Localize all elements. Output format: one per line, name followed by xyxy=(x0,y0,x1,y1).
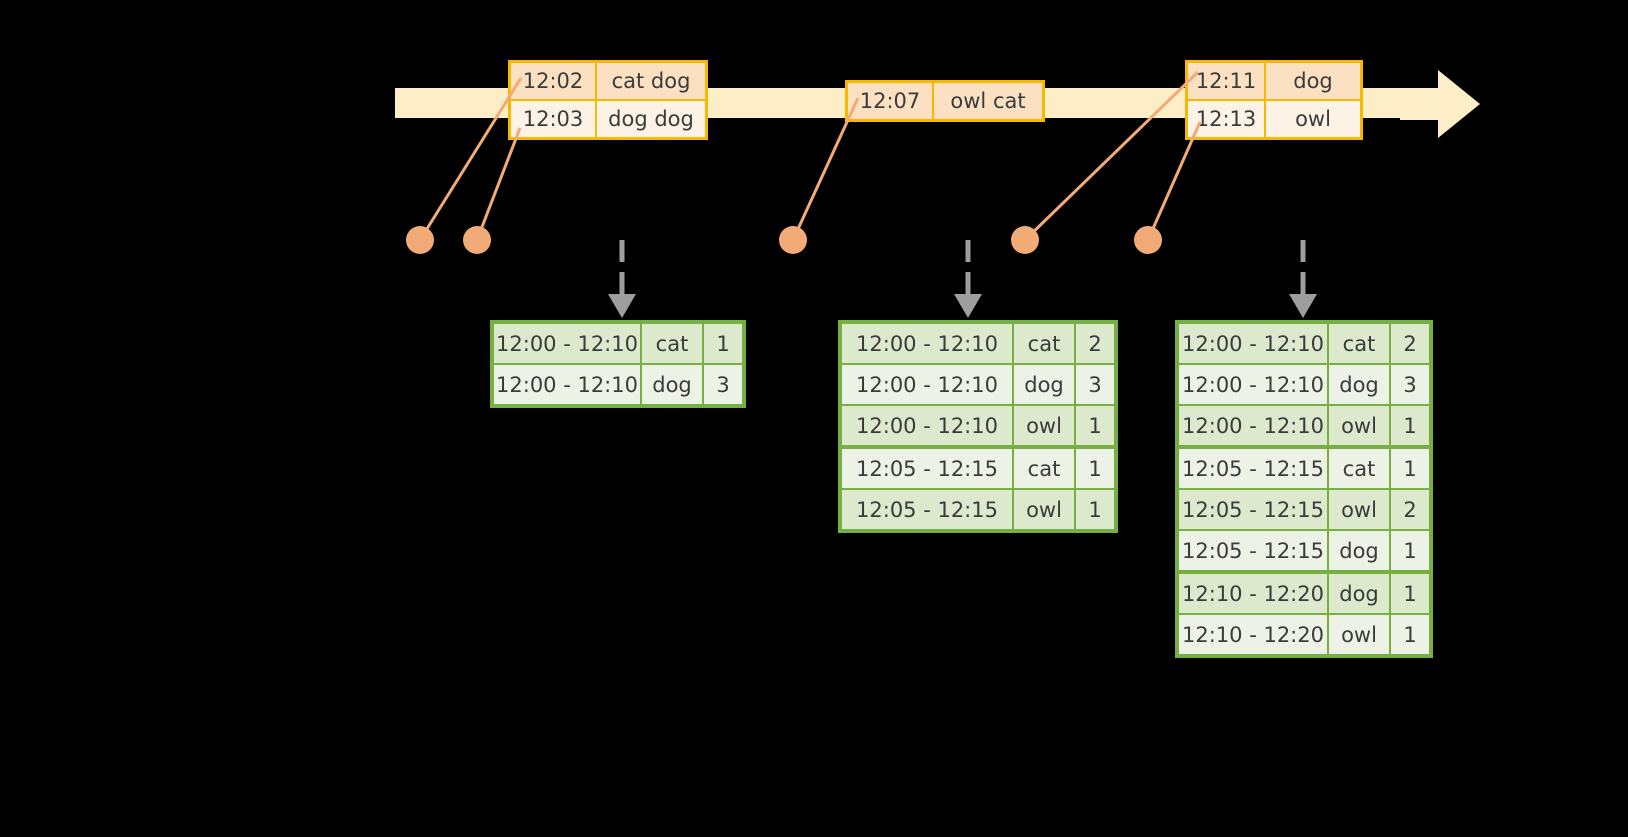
cell-count: 3 xyxy=(704,365,742,404)
event-value: dog xyxy=(1266,63,1360,99)
event-group-3[interactable]: 12:11 dog 12:13 owl xyxy=(1185,60,1363,140)
event-time: 12:13 xyxy=(1188,101,1266,137)
event-time: 12:11 xyxy=(1188,63,1266,99)
event-row[interactable]: 12:02 cat dog xyxy=(511,63,705,99)
cell-window: 12:00 - 12:10 xyxy=(842,406,1014,445)
event-value: owl cat xyxy=(934,83,1042,119)
cell-word: owl xyxy=(1014,406,1076,445)
table-row[interactable]: 12:00 - 12:10 owl 1 xyxy=(842,404,1114,445)
event-row[interactable]: 12:03 dog dog xyxy=(511,99,705,137)
table-row[interactable]: 12:00 - 12:10 dog 3 xyxy=(1179,363,1429,404)
dashed-arrow-heads xyxy=(608,294,1317,318)
cell-count: 1 xyxy=(704,324,742,363)
cell-word: cat xyxy=(1014,449,1076,488)
cell-count: 1 xyxy=(1391,449,1429,488)
result-table-3[interactable]: 12:00 - 12:10 cat 2 12:00 - 12:10 dog 3 … xyxy=(1175,320,1433,658)
cell-window: 12:00 - 12:10 xyxy=(842,365,1014,404)
cell-window: 12:00 - 12:10 xyxy=(842,324,1014,363)
cell-count: 1 xyxy=(1076,406,1114,445)
timeline-arrow-head xyxy=(1400,70,1480,138)
connector-dot-5 xyxy=(1134,226,1162,254)
cell-window: 12:05 - 12:15 xyxy=(842,449,1014,488)
table-row[interactable]: 12:00 - 12:10 owl 1 xyxy=(1179,404,1429,445)
dashed-arrow-head-1 xyxy=(608,294,636,318)
table-row[interactable]: 12:05 - 12:15 owl 1 xyxy=(842,488,1114,529)
dashed-arrow-head-3 xyxy=(1289,294,1317,318)
event-time: 12:07 xyxy=(848,83,934,119)
cell-word: cat xyxy=(1329,449,1391,488)
cell-count: 3 xyxy=(1391,365,1429,404)
event-time: 12:02 xyxy=(511,63,597,99)
table-row[interactable]: 12:00 - 12:10 cat 2 xyxy=(842,324,1114,363)
table-row[interactable]: 12:05 - 12:15 dog 1 xyxy=(1179,529,1429,570)
cell-count: 1 xyxy=(1076,490,1114,529)
cell-word: owl xyxy=(1329,615,1391,654)
cell-window: 12:00 - 12:10 xyxy=(494,324,642,363)
cell-word: dog xyxy=(1014,365,1076,404)
table-row[interactable]: 12:05 - 12:15 cat 1 xyxy=(1179,445,1429,488)
cell-word: cat xyxy=(1329,324,1391,363)
cell-word: owl xyxy=(1329,406,1391,445)
table-row[interactable]: 12:00 - 12:10 dog 3 xyxy=(494,363,742,404)
event-group-2[interactable]: 12:07 owl cat xyxy=(845,80,1045,122)
cell-window: 12:10 - 12:20 xyxy=(1179,574,1329,613)
event-row[interactable]: 12:13 owl xyxy=(1188,99,1360,137)
table-row[interactable]: 12:00 - 12:10 cat 2 xyxy=(1179,324,1429,363)
connector-line-2 xyxy=(475,127,522,241)
event-value: owl xyxy=(1266,101,1360,137)
cell-count: 1 xyxy=(1391,574,1429,613)
cell-word: dog xyxy=(1329,531,1391,570)
table-row[interactable]: 12:05 - 12:15 owl 2 xyxy=(1179,488,1429,529)
table-row[interactable]: 12:10 - 12:20 dog 1 xyxy=(1179,570,1429,613)
cell-count: 1 xyxy=(1391,615,1429,654)
event-group-1[interactable]: 12:02 cat dog 12:03 dog dog xyxy=(508,60,708,140)
cell-window: 12:05 - 12:15 xyxy=(1179,449,1329,488)
cell-word: dog xyxy=(1329,365,1391,404)
cell-window: 12:00 - 12:10 xyxy=(1179,406,1329,445)
cell-word: owl xyxy=(1329,490,1391,529)
cell-word: owl xyxy=(1014,490,1076,529)
table-row[interactable]: 12:00 - 12:10 cat 1 xyxy=(494,324,742,363)
cell-word: cat xyxy=(642,324,704,363)
cell-count: 1 xyxy=(1076,449,1114,488)
cell-window: 12:05 - 12:15 xyxy=(1179,490,1329,529)
cell-word: dog xyxy=(642,365,704,404)
cell-window: 12:00 - 12:10 xyxy=(1179,365,1329,404)
table-row[interactable]: 12:10 - 12:20 owl 1 xyxy=(1179,613,1429,654)
cell-window: 12:00 - 12:10 xyxy=(1179,324,1329,363)
cell-window: 12:05 - 12:15 xyxy=(842,490,1014,529)
cell-word: cat xyxy=(1014,324,1076,363)
table-row[interactable]: 12:05 - 12:15 cat 1 xyxy=(842,445,1114,488)
event-value: dog dog xyxy=(597,101,705,137)
cell-count: 1 xyxy=(1391,406,1429,445)
event-row[interactable]: 12:11 dog xyxy=(1188,63,1360,99)
event-time: 12:03 xyxy=(511,101,597,137)
connector-dot-2 xyxy=(463,226,491,254)
cell-window: 12:10 - 12:20 xyxy=(1179,615,1329,654)
cell-count: 2 xyxy=(1391,324,1429,363)
result-table-2[interactable]: 12:00 - 12:10 cat 2 12:00 - 12:10 dog 3 … xyxy=(838,320,1118,533)
dashed-arrows xyxy=(619,240,1306,296)
table-row[interactable]: 12:00 - 12:10 dog 3 xyxy=(842,363,1114,404)
event-value: cat dog xyxy=(597,63,705,99)
cell-count: 2 xyxy=(1391,490,1429,529)
connector-dot-1 xyxy=(406,226,434,254)
cell-count: 2 xyxy=(1076,324,1114,363)
event-row[interactable]: 12:07 owl cat xyxy=(848,83,1042,119)
cell-window: 12:00 - 12:10 xyxy=(494,365,642,404)
cell-word: dog xyxy=(1329,574,1391,613)
connector-dot-3 xyxy=(779,226,807,254)
cell-count: 3 xyxy=(1076,365,1114,404)
cell-count: 1 xyxy=(1391,531,1429,570)
connector-dot-4 xyxy=(1011,226,1039,254)
result-table-1[interactable]: 12:00 - 12:10 cat 1 12:00 - 12:10 dog 3 xyxy=(490,320,746,408)
cell-window: 12:05 - 12:15 xyxy=(1179,531,1329,570)
dashed-arrow-head-2 xyxy=(954,294,982,318)
